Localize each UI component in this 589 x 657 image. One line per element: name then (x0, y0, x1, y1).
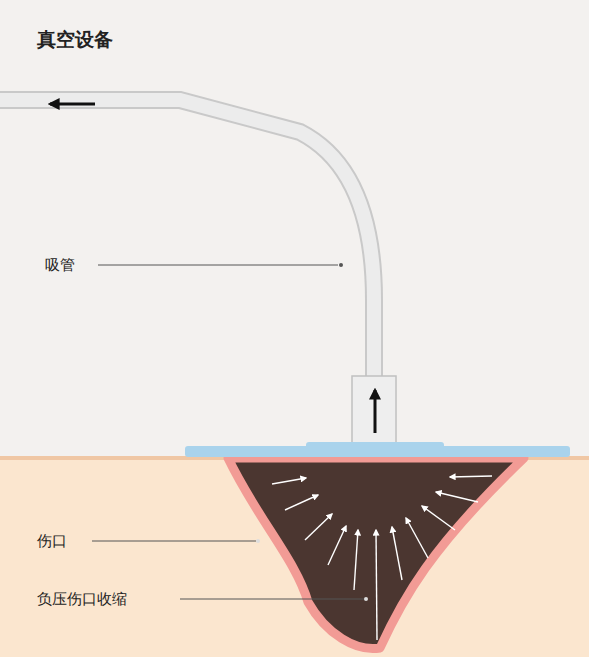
part-label: 伤口 (37, 532, 67, 551)
leader-dot (339, 263, 343, 267)
tube-outline (0, 100, 374, 380)
part-label: 负压伤口收缩 (37, 590, 127, 609)
leader-line (180, 599, 364, 600)
part-label: 吸管 (45, 256, 75, 275)
background (0, 0, 589, 457)
leader-dot (364, 597, 368, 601)
diagram-title: 真空设备 (37, 27, 113, 53)
dressing (306, 442, 444, 450)
leader-line (98, 265, 338, 266)
contraction-arrows (272, 476, 492, 640)
leader-line (92, 541, 256, 542)
leader-dot (256, 539, 260, 543)
tube (0, 100, 374, 380)
tube-connector (352, 376, 396, 448)
flow-arrow (50, 103, 95, 106)
skin (0, 457, 589, 657)
flow-arrow (374, 390, 377, 433)
wound (228, 458, 524, 649)
